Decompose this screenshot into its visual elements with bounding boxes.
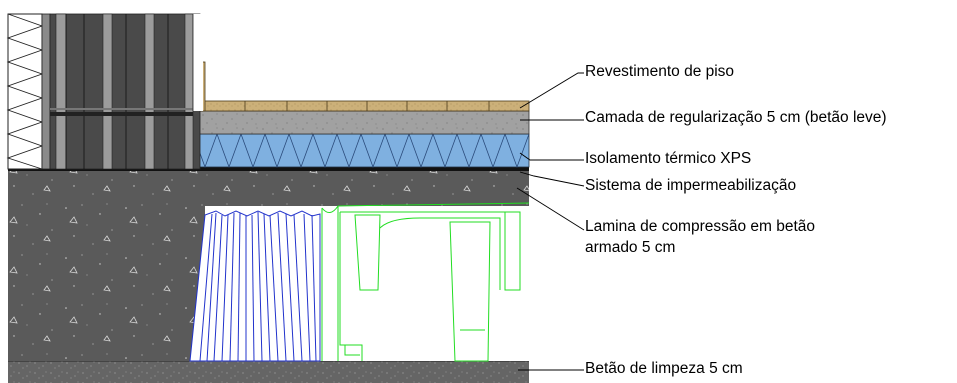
waterproofing-membrane: [8, 167, 529, 171]
wall-frame: [41, 13, 51, 170]
screed-layer: [192, 110, 530, 135]
label-compression-slab-line1: Lamina de compressão em betão: [585, 218, 816, 235]
floor-finish: [202, 100, 530, 112]
leader-lines: [516, 72, 585, 371]
label-insulation: Isolamento térmico XPS: [585, 150, 752, 167]
label-compression-slab-line2: armado 5 cm: [585, 239, 676, 256]
label-floor-finish: Revestimento de piso: [585, 63, 735, 80]
corrugated-element: [189, 210, 321, 362]
blinding-layer: [8, 361, 529, 383]
label-screed: Camada de regularização 5 cm (betão leve…: [585, 109, 887, 126]
label-waterproofing: Sistema de impermeabilização: [585, 177, 797, 194]
label-blinding: Betão de limpeza 5 cm: [585, 360, 743, 377]
green-former-outline: [321, 202, 530, 362]
xps-insulation: [192, 133, 530, 168]
wall-insulation: [7, 13, 43, 170]
